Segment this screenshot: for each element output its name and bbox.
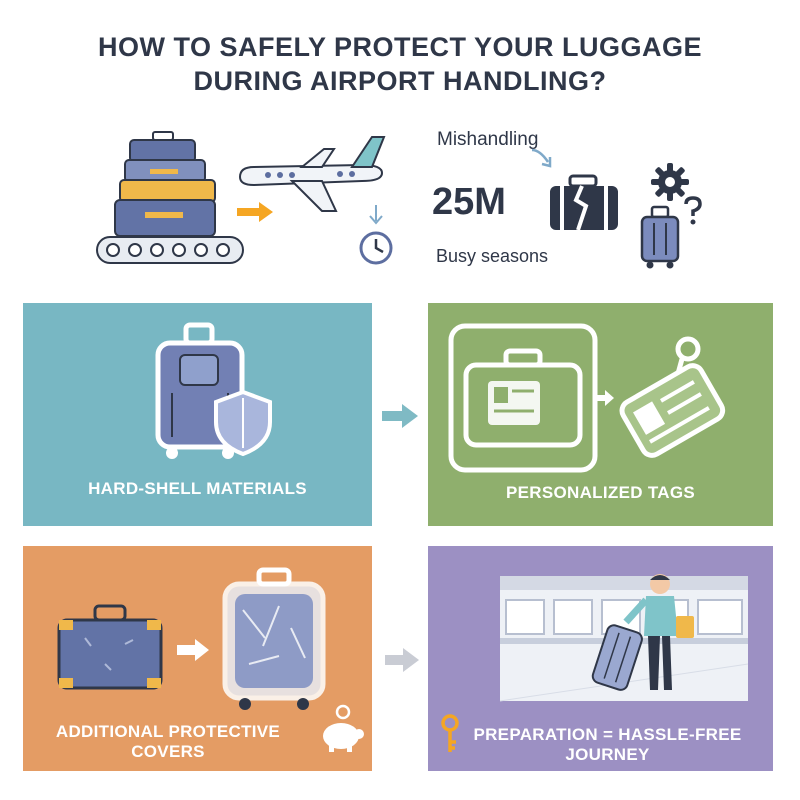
name-tag-icon xyxy=(619,336,726,458)
panel-protective-covers-label: ADDITIONAL PROTECTIVE COVERS xyxy=(55,722,281,761)
busy-seasons-label: Busy seasons xyxy=(436,246,549,266)
panel-protective-covers: ADDITIONAL PROTECTIVE COVERS xyxy=(23,546,372,771)
panel-hard-shell-label: HARD-SHELL MATERIALS xyxy=(88,479,307,498)
question-icon xyxy=(684,196,702,225)
mishandled-bag-count: 25M xyxy=(432,181,506,223)
arrow-down-right-icon xyxy=(531,148,552,168)
worn-suitcase-icon xyxy=(57,604,163,690)
arrow-right-icon xyxy=(177,639,209,661)
panel-personalized-tags: PERSONALIZED TAGS xyxy=(428,303,773,526)
trolley-suitcase-icon xyxy=(640,205,680,269)
key-icon xyxy=(441,714,459,752)
airplane-icon xyxy=(238,136,386,212)
broken-suitcase-icon xyxy=(550,174,618,231)
clock-icon xyxy=(359,231,393,265)
arrow-right-icon xyxy=(237,202,273,222)
mishandling-label: Mishandling xyxy=(437,129,539,150)
gear-icon xyxy=(651,163,689,201)
conveyor-icon xyxy=(96,236,244,264)
page-title-line-1: HOW TO SAFELY PROTECT YOUR LUGGAGE xyxy=(97,32,703,62)
covered-suitcase-icon xyxy=(222,567,326,710)
panel-preparation: PREPARATION = HASSLE-FREE JOURNEY xyxy=(428,546,773,771)
tagged-suitcase-icon xyxy=(448,323,598,473)
arrow-right-icon xyxy=(385,648,419,672)
shield-icon xyxy=(214,389,272,457)
page-title-line-2: DURING AIRPORT HANDLING? xyxy=(193,66,607,96)
arrow-down-icon xyxy=(369,205,383,225)
panel-preparation-label: PREPARATION = HASSLE-FREE JOURNEY xyxy=(473,725,742,764)
arrow-right-icon xyxy=(382,404,418,428)
arrow-right-icon xyxy=(593,390,614,406)
panel-personalized-tags-label: PERSONALIZED TAGS xyxy=(506,483,695,502)
piggy-bank-icon xyxy=(323,704,364,752)
traveler-icon xyxy=(591,574,694,691)
panel-hard-shell: HARD-SHELL MATERIALS xyxy=(23,303,372,526)
